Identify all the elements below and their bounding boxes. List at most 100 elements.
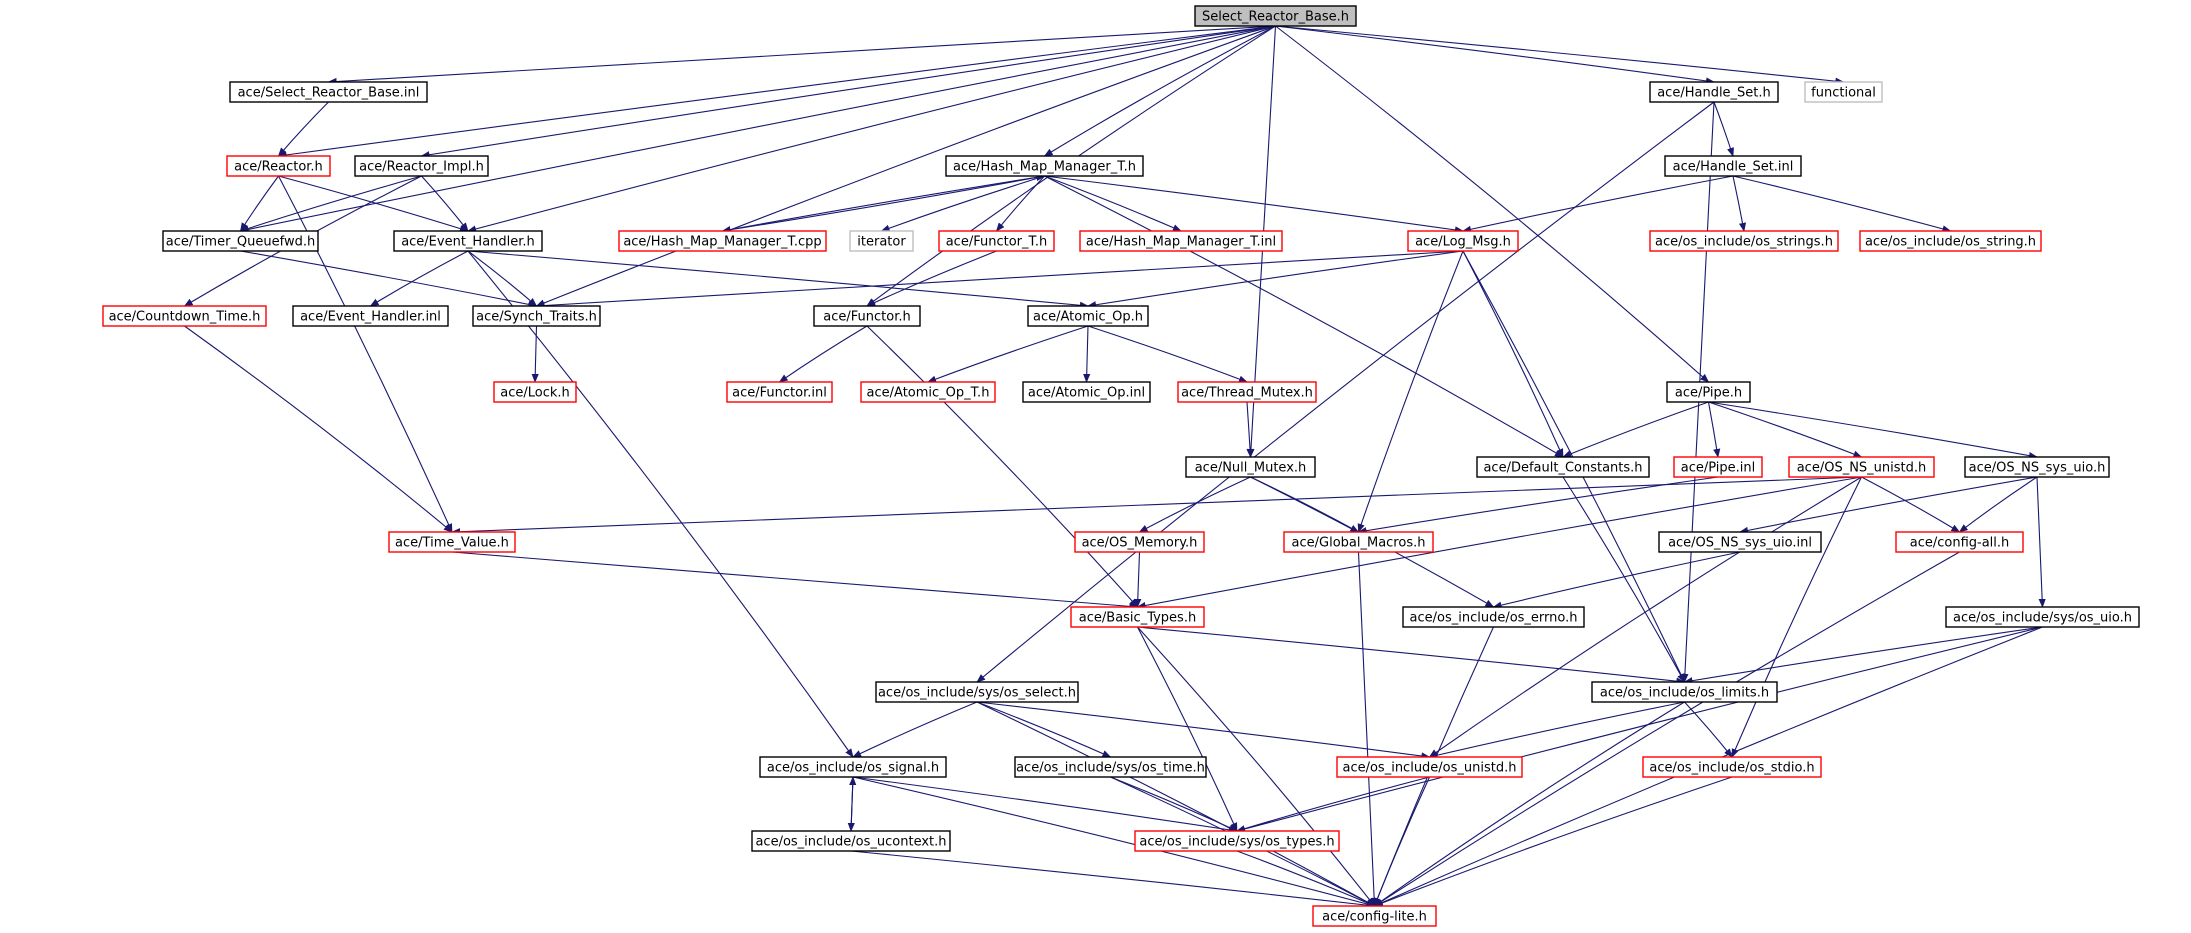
node-box <box>1185 456 1316 478</box>
edge-n-os-uio-to-n-os-types <box>1236 626 2043 833</box>
graph-node-os-unistd[interactable]: ace/os_include/os_unistd.h <box>1336 756 1523 778</box>
node-box <box>1402 606 1585 628</box>
edge-n-os-ns-sys-uio-inl-to-n-os-errno <box>1492 551 1741 609</box>
graph-node-hashmap[interactable]: ace/Hash_Map_Manager_T.h <box>945 155 1144 177</box>
graph-node-countdown[interactable]: ace/Countdown_Time.h <box>102 305 267 327</box>
node-label: ace/Pipe.inl <box>1681 461 1756 476</box>
graph-node-reactor-impl[interactable]: ace/Reactor_Impl.h <box>354 155 489 177</box>
graph-node-reactor[interactable]: ace/Reactor.h <box>226 155 331 177</box>
node-layer: Select_Reactor_Base.h ace/Select_Reactor_… <box>102 5 2140 927</box>
edge-n-atomic-op-to-n-thread-mutex <box>1087 325 1248 383</box>
edge-n-hashmap-to-n-iterator <box>880 175 1045 232</box>
node-label: iterator <box>857 235 906 250</box>
graph-node-basic-types[interactable]: ace/Basic_Types.h <box>1070 606 1205 628</box>
graph-node-os-strings[interactable]: ace/os_include/os_strings.h <box>1649 230 1839 252</box>
edge-n-event-handler-to-n-os-signal <box>467 250 854 758</box>
node-label: ace/Handle_Set.inl <box>1673 160 1794 175</box>
graph-node-os-string[interactable]: ace/os_include/os_string.h <box>1859 230 2042 252</box>
edge-n-reactor-to-n-event-handler <box>278 175 469 233</box>
graph-node-os-select[interactable]: ace/os_include/sys/os_select.h <box>875 681 1079 703</box>
graph-node-global-macros[interactable]: ace/Global_Macros.h <box>1283 531 1434 553</box>
graph-node-os-errno[interactable]: ace/os_include/os_errno.h <box>1402 606 1585 628</box>
graph-node-pipe[interactable]: ace/Pipe.h <box>1666 381 1751 403</box>
graph-node-functional: functional <box>1804 81 1883 103</box>
edge-n-root-to-n-reactor <box>277 25 1276 159</box>
graph-node-time-value[interactable]: ace/Time_Value.h <box>388 531 516 553</box>
node-label: ace/Handle_Set.h <box>1657 86 1771 101</box>
edge-n-log-msg-to-n-default-const <box>1462 250 1564 458</box>
graph-node-timer-q[interactable]: ace/Timer_Queuefwd.h <box>162 230 319 252</box>
node-label: ace/os_include/os_ucontext.h <box>755 835 946 850</box>
node-box <box>1312 905 1437 927</box>
graph-node-functor-t[interactable]: ace/Functor_T.h <box>938 230 1055 252</box>
node-box <box>1022 381 1151 403</box>
graph-node-os-types[interactable]: ace/os_include/sys/os_types.h <box>1134 830 1340 852</box>
edge-n-os-limits-to-n-os-unistd <box>1428 701 1685 759</box>
edge-n-os-ns-unistd-to-n-basic-types <box>1136 476 1862 610</box>
graph-node-os-uio[interactable]: ace/os_include/sys/os_uio.h <box>1945 606 2140 628</box>
edge-n-sel-inl-to-n-reactor <box>277 101 329 157</box>
node-box <box>1649 230 1839 252</box>
graph-node-event-handler[interactable]: ace/Event_Handler.h <box>393 230 543 252</box>
graph-node-null-mutex[interactable]: ace/Null_Mutex.h <box>1185 456 1316 478</box>
graph-node-log-msg[interactable]: ace/Log_Msg.h <box>1407 230 1519 252</box>
edge-n-functor-t-to-n-functor <box>866 250 997 307</box>
edge-n-reactor-impl-to-n-event-handler <box>421 175 469 232</box>
graph-node-os-ns-unistd[interactable]: ace/OS_NS_unistd.h <box>1788 456 1935 478</box>
edge-n-handle-set-inl-to-n-os-strings <box>1732 175 1747 232</box>
edge-n-event-handler-to-n-eh-inl <box>369 250 469 307</box>
graph-node-config-all[interactable]: ace/config-all.h <box>1895 531 2024 553</box>
graph-node-os-time[interactable]: ace/os_include/sys/os_time.h <box>1014 756 1207 778</box>
edge-n-functor-to-n-basic-types <box>866 325 1139 608</box>
graph-node-os-ns-sys-uio-inl[interactable]: ace/OS_NS_sys_uio.inl <box>1658 531 1822 553</box>
graph-node-lock[interactable]: ace/Lock.h <box>493 381 577 403</box>
edge-n-os-ns-sys-uio-to-n-config-all <box>1958 476 2038 533</box>
graph-node-handle-set[interactable]: ace/Handle_Set.h <box>1649 81 1779 103</box>
edge-n-basic-types-to-n-os-types <box>1137 626 1238 832</box>
graph-node-handle-set-inl[interactable]: ace/Handle_Set.inl <box>1664 155 1802 177</box>
graph-node-os-ucontext[interactable]: ace/os_include/os_ucontext.h <box>751 830 951 852</box>
graph-node-eh-inl[interactable]: ace/Event_Handler.inl <box>292 305 449 327</box>
edge-n-os-uio-to-n-os-limits <box>1683 626 2043 685</box>
node-box <box>1336 756 1523 778</box>
edge-n-basic-types-to-n-os-limits <box>1137 626 1686 685</box>
graph-node-root[interactable]: Select_Reactor_Base.h <box>1194 5 1357 27</box>
edge-n-handle-set-inl-to-n-os-string <box>1732 175 1952 233</box>
graph-node-functor-inl[interactable]: ace/Functor.inl <box>726 381 833 403</box>
node-label: ace/Global_Macros.h <box>1292 536 1426 551</box>
graph-node-atomic-op[interactable]: ace/Atomic_Op.h <box>1027 305 1149 327</box>
graph-node-hashmap-cpp[interactable]: ace/Hash_Map_Manager_T.cpp <box>618 230 827 252</box>
edge-n-os-limits-to-n-config-lite <box>1373 701 1685 907</box>
edge-n-os-select-to-n-config-lite <box>976 701 1376 907</box>
graph-node-config-lite[interactable]: ace/config-lite.h <box>1312 905 1437 927</box>
graph-node-os-memory[interactable]: ace/OS_Memory.h <box>1074 531 1205 553</box>
node-label: ace/os_include/sys/os_select.h <box>878 686 1076 701</box>
graph-node-os-ns-sys-uio[interactable]: ace/OS_NS_sys_uio.h <box>1964 456 2110 478</box>
graph-node-sel-inl[interactable]: ace/Select_Reactor_Base.inl <box>229 81 428 103</box>
edge-n-pipe-to-n-default-const <box>1562 401 1709 458</box>
edge-n-root-to-n-sel-inl <box>327 25 1276 86</box>
edge-n-countdown-to-n-time-value <box>184 325 453 533</box>
graph-node-pipe-inl[interactable]: ace/Pipe.inl <box>1673 456 1763 478</box>
node-label: ace/Functor_T.h <box>946 235 1048 250</box>
graph-node-default-const[interactable]: ace/Default_Constants.h <box>1476 456 1650 478</box>
edge-n-os-memory-to-n-basic-types <box>1134 551 1142 608</box>
node-label: ace/Reactor_Impl.h <box>359 160 484 175</box>
graph-node-functor[interactable]: ace/Functor.h <box>813 305 921 327</box>
graph-node-os-limits[interactable]: ace/os_include/os_limits.h <box>1591 681 1778 703</box>
edge-n-handle-set-to-n-os-select <box>976 101 1715 683</box>
graph-node-thread-mutex[interactable]: ace/Thread_Mutex.h <box>1177 381 1317 403</box>
node-box <box>1658 531 1822 553</box>
node-box <box>292 305 449 327</box>
graph-node-hashmap-inl[interactable]: ace/Hash_Map_Manager_T.inl <box>1079 230 1283 252</box>
node-box <box>1070 606 1205 628</box>
graph-node-synch-traits[interactable]: ace/Synch_Traits.h <box>472 305 601 327</box>
graph-node-atomic-op-inl[interactable]: ace/Atomic_Op.inl <box>1022 381 1151 403</box>
node-label: ace/Functor.inl <box>732 386 827 401</box>
graph-node-os-signal[interactable]: ace/os_include/os_signal.h <box>759 756 947 778</box>
graph-node-os-stdio[interactable]: ace/os_include/os_stdio.h <box>1642 756 1822 778</box>
graph-node-iterator: iterator <box>849 230 914 252</box>
graph-node-atomic-op-t[interactable]: ace/Atomic_Op_T.h <box>860 381 996 403</box>
node-label: ace/os_include/os_strings.h <box>1655 235 1833 250</box>
edge-n-hashmap-to-n-hashmap-inl <box>1044 175 1182 232</box>
